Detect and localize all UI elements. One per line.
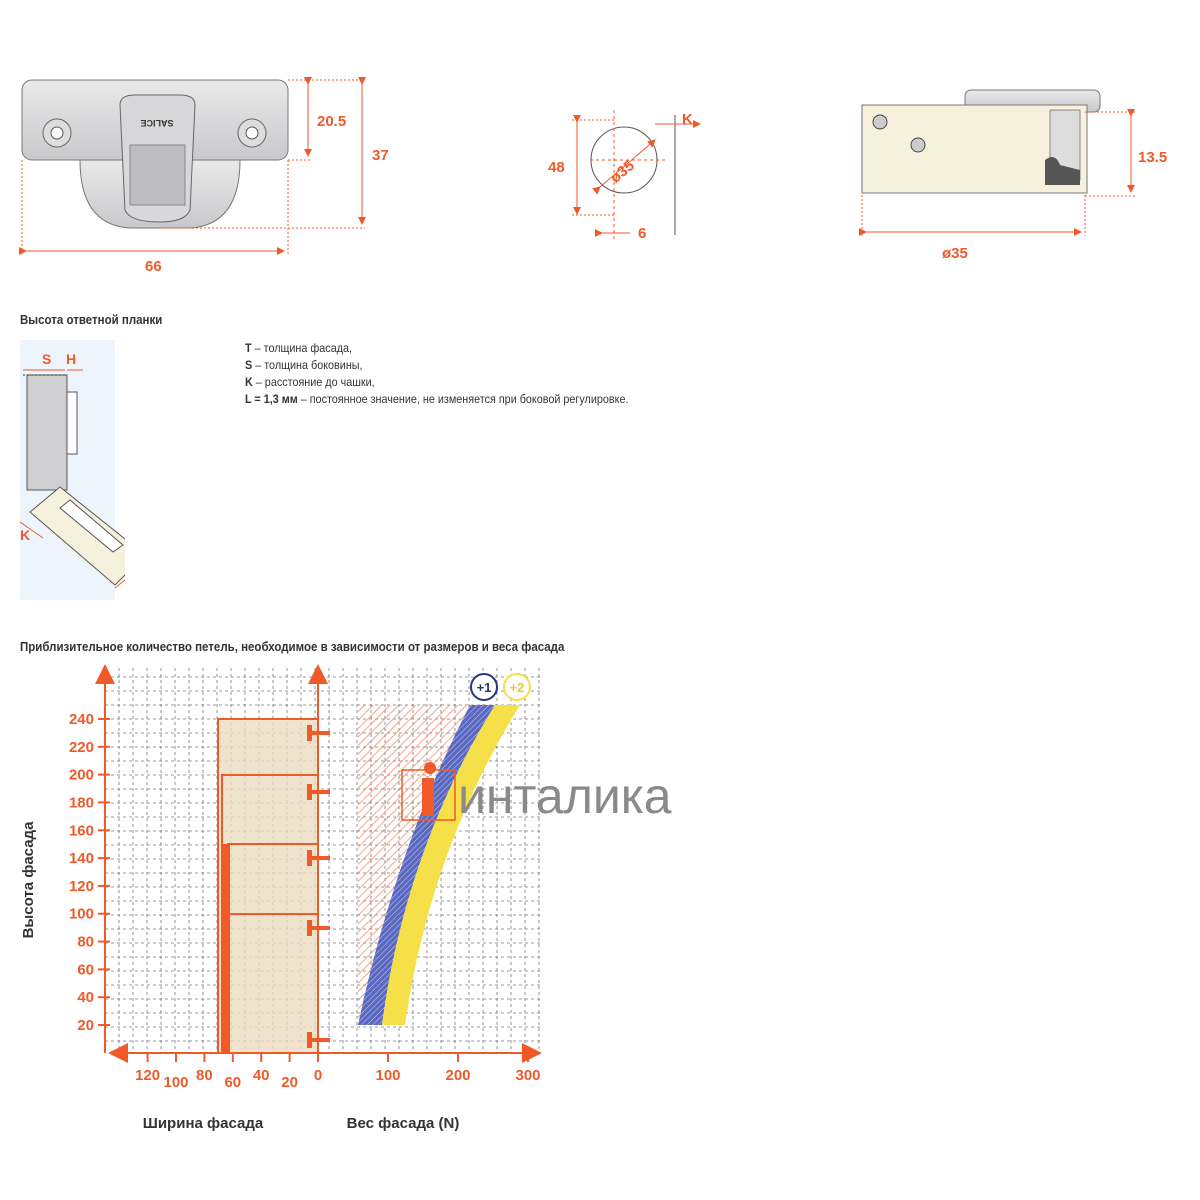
plate-legend: T – толщина фасада, S – толщина боковины… [245,340,628,408]
hinge-side-view: 13.5 ø35 [859,89,1167,262]
width-tick-label: 120 [135,1067,160,1084]
legend-row: T – толщина фасада, [245,341,353,355]
band-plus-2 [382,705,520,1025]
width-tick-label: 100 [163,1074,188,1091]
legend-row: S – толщина боковины, [245,358,363,372]
weight-axis-label: Вес фасада (N) [347,1115,460,1132]
y-tick-label: 120 [69,878,94,895]
y-tick-label: 100 [69,906,94,923]
plate-diagram: S H K T [19,340,125,600]
y-tick-label: 140 [69,850,94,867]
dim-48: 48 [548,159,565,176]
top-drawings: SALICE 20.5 37 66 ø35 48 K 6 [19,77,1167,275]
badge-plus-1-label: +1 [477,680,492,695]
y-tick-label: 40 [77,989,94,1006]
badge-plus-2 [503,673,531,701]
drilling-view: ø35 48 K 6 [548,110,701,242]
dim-66: 66 [145,258,162,275]
label-k: K [20,527,30,543]
y-axis-label: Высота фасада [20,821,37,938]
y-tick-label: 60 [77,961,94,978]
logo-icon [422,778,434,816]
label-s: S [42,351,51,367]
dim-20-5: 20.5 [317,113,346,130]
weight-tick-label: 100 [375,1067,400,1084]
width-tick-label: 0 [314,1067,322,1084]
y-tick-label: 20 [77,1017,94,1034]
width-axis-label: Ширина фасада [143,1115,264,1132]
legend-row: K – расстояние до чашки, [245,375,375,389]
y-tick-label: 220 [69,739,94,756]
dim-side-35: ø35 [942,245,968,262]
y-tick-label: 160 [69,822,94,839]
brand-mark: SALICE [140,118,173,128]
width-tick-label: 40 [253,1067,270,1084]
plate-height-title: Высота ответной планки [20,313,163,327]
width-tick-label: 20 [281,1074,298,1091]
thick-bar [223,844,230,1053]
width-tick-label: 80 [196,1067,213,1084]
badge-plus-2-label: +2 [510,680,525,695]
weight-tick-label: 200 [445,1067,470,1084]
label-h: H [66,351,76,367]
badge-plus-1 [470,673,498,701]
dim-37: 37 [372,147,389,164]
logo-text: инталика [458,768,672,824]
y-tick-label: 200 [69,767,94,784]
y-tick-label: 180 [69,794,94,811]
y-tick-label: 80 [77,934,94,951]
y-tick-label: 240 [69,711,94,728]
band-plus-1 [358,705,495,1025]
intalika-logo: инталика [401,762,672,824]
legend-row: L = 1,3 мм – постоянное значение, не изм… [245,392,629,406]
dim-k: K [682,111,693,128]
hinge-front-view: SALICE 20.5 37 66 [19,77,389,275]
weight-tick-label: 300 [515,1067,540,1084]
width-area [218,719,318,1053]
dim-13-5: 13.5 [1138,149,1167,166]
dim-6: 6 [638,225,646,242]
chart-title: Приблизительное количество петель, необх… [20,640,565,654]
width-tick-label: 60 [224,1074,241,1091]
